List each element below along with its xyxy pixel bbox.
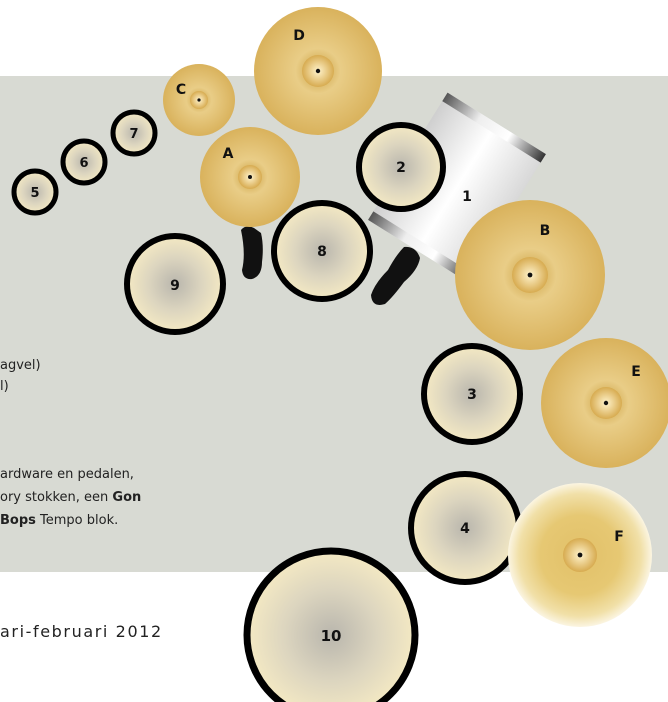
cymbal-b [455, 200, 605, 350]
cymbal-e [541, 338, 668, 468]
cymbal-b-label: B [540, 223, 551, 239]
text-line-4-bold: Gon [112, 490, 141, 505]
text-line-1: agvel) [0, 357, 41, 375]
cymbal-a [200, 127, 300, 227]
hihat-pedal-icon [241, 226, 263, 279]
drum-2-label: 2 [396, 160, 406, 176]
text-line-4: ory stokken, een Gon [0, 489, 141, 507]
drum-9-label: 9 [170, 278, 180, 294]
drum-5-label: 5 [30, 186, 39, 201]
bass-pedal-icon [371, 247, 420, 305]
cymbal-d [254, 7, 382, 135]
cymbal-f-label: F [614, 529, 624, 545]
footer-date: ari-februari 2012 [0, 622, 163, 641]
drum-4-label: 4 [460, 521, 470, 537]
drum-8-label: 8 [317, 244, 327, 260]
cymbal-e-label: E [631, 364, 641, 380]
cymbal-c-label: C [176, 82, 186, 98]
cymbal-d-label: D [293, 28, 305, 44]
drum-10-label: 10 [321, 627, 342, 645]
cymbal-a-label: A [223, 146, 234, 162]
text-line-5-part-b: Tempo blok. [36, 513, 118, 528]
cymbal-f [508, 483, 652, 627]
drum-7-label: 7 [129, 127, 138, 142]
drum-6-label: 6 [79, 156, 88, 171]
drum-1-label: 1 [462, 189, 472, 205]
drum-3-label: 3 [467, 387, 477, 403]
text-line-5-bold: Bops [0, 513, 36, 528]
cymbal-c [163, 64, 235, 136]
text-line-3: ardware en pedalen, [0, 466, 134, 484]
text-line-4-part-a: ory stokken, een [0, 490, 112, 505]
text-line-2: l) [0, 378, 9, 396]
text-line-5: Bops Tempo blok. [0, 512, 118, 530]
